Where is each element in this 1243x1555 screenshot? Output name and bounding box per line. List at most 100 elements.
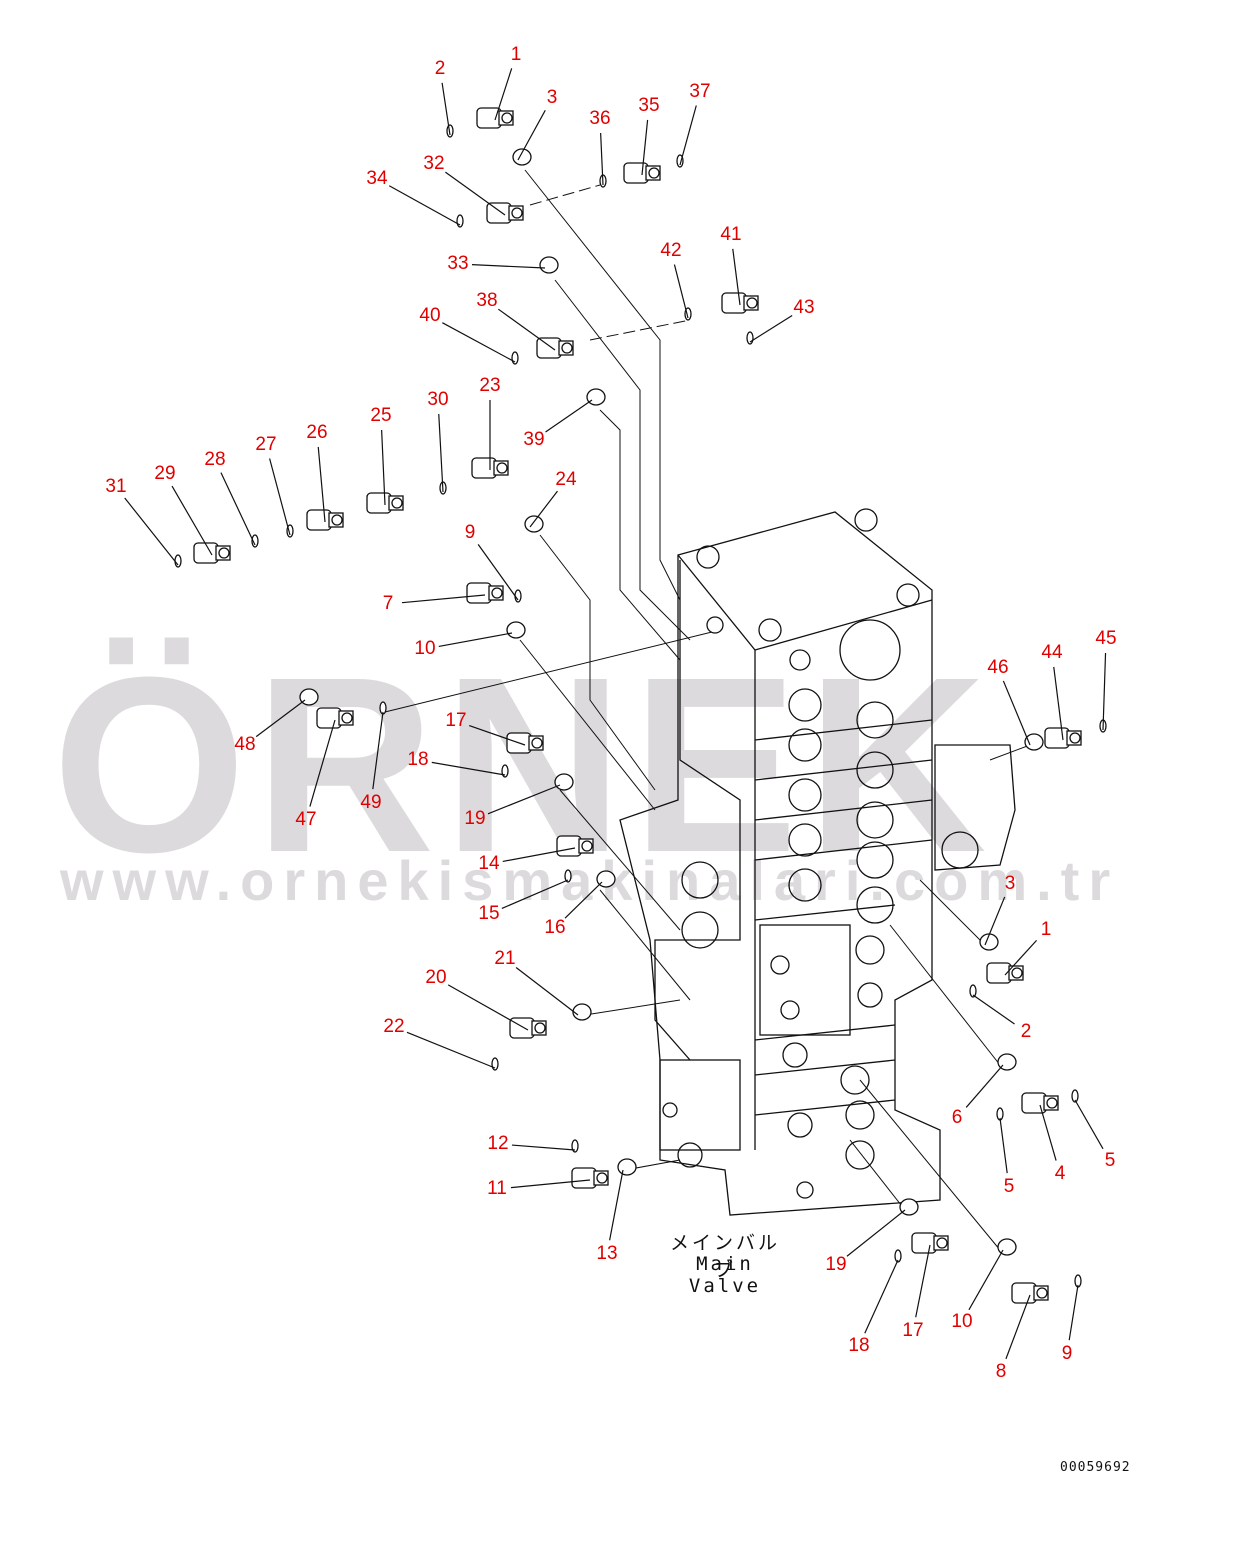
callout-44: 44 — [1041, 642, 1063, 663]
leader-line — [124, 497, 179, 566]
callout-1: 1 — [1040, 919, 1052, 940]
callout-16: 16 — [544, 917, 566, 938]
callout-5: 5 — [1003, 1176, 1015, 1197]
callout-2: 2 — [434, 58, 446, 79]
backup-ring — [456, 214, 464, 228]
fitting — [366, 492, 404, 514]
leader-line — [220, 472, 256, 546]
leader-line — [673, 264, 689, 319]
leader-line — [498, 308, 556, 351]
backup-ring — [501, 764, 509, 778]
leader-line — [441, 82, 451, 136]
leader-line — [545, 399, 593, 433]
callout-11: 11 — [487, 1178, 507, 1199]
leader-line — [846, 1209, 906, 1257]
fitting — [1044, 727, 1082, 749]
leader-line — [510, 1179, 591, 1189]
o-ring — [586, 388, 606, 406]
o-ring — [512, 148, 532, 166]
callout-3: 3 — [1004, 873, 1016, 894]
leader-line — [600, 132, 604, 186]
leader-line — [972, 994, 1015, 1025]
callout-43: 43 — [793, 297, 815, 318]
leader-line — [515, 967, 579, 1016]
callout-5: 5 — [1104, 1150, 1116, 1171]
callout-26: 26 — [306, 422, 328, 443]
fitting — [571, 1167, 609, 1189]
leader-line — [171, 485, 213, 556]
backup-ring — [174, 554, 182, 568]
callout-41: 41 — [720, 224, 742, 245]
callout-23: 23 — [479, 375, 501, 396]
fitting — [556, 835, 594, 857]
callout-36: 36 — [589, 108, 611, 129]
callout-17: 17 — [902, 1320, 924, 1341]
valve-body — [619, 508, 1016, 1216]
leader-line — [381, 429, 386, 506]
leader-line — [915, 1244, 931, 1318]
backup-ring — [894, 1249, 902, 1263]
leader-line — [1005, 1294, 1031, 1360]
o-ring — [572, 1003, 592, 1021]
watermark-brand: ÖRNEK — [52, 625, 995, 904]
fitting — [1021, 1092, 1059, 1114]
callout-46: 46 — [987, 657, 1009, 678]
callout-39: 39 — [523, 429, 545, 450]
callout-22: 22 — [383, 1016, 405, 1037]
o-ring — [997, 1238, 1017, 1256]
backup-ring — [571, 1139, 579, 1153]
callout-32: 32 — [423, 153, 445, 174]
callout-35: 35 — [638, 95, 660, 116]
callout-3: 3 — [546, 87, 558, 108]
callout-33: 33 — [447, 253, 469, 274]
callout-21: 21 — [494, 948, 516, 969]
callout-7: 7 — [382, 593, 394, 614]
fitting — [509, 1017, 547, 1039]
fitting — [911, 1232, 949, 1254]
leader-line — [1002, 680, 1031, 746]
callout-13: 13 — [596, 1243, 618, 1264]
callout-27: 27 — [255, 434, 277, 455]
leader-line — [968, 1249, 1004, 1311]
caption-japanese: メインバルブ — [669, 1232, 780, 1281]
callout-37: 37 — [689, 81, 711, 102]
leader-line — [447, 984, 529, 1031]
backup-ring — [251, 534, 259, 548]
callout-40: 40 — [419, 305, 441, 326]
callout-19: 19 — [825, 1254, 847, 1275]
callout-18: 18 — [848, 1335, 870, 1356]
caption-english: Main Valve — [688, 1253, 762, 1297]
o-ring — [539, 256, 559, 274]
callout-29: 29 — [154, 463, 176, 484]
fitting — [486, 202, 524, 224]
callout-4: 4 — [1054, 1163, 1066, 1184]
callout-47: 47 — [295, 809, 317, 830]
callout-9: 9 — [1061, 1343, 1073, 1364]
callout-20: 20 — [425, 967, 447, 988]
callout-6: 6 — [951, 1107, 963, 1128]
leader-line — [255, 699, 306, 738]
callout-10: 10 — [414, 638, 436, 659]
leader-line — [511, 1144, 576, 1151]
o-ring — [524, 515, 544, 533]
leader-line — [502, 847, 576, 863]
leader-line — [438, 632, 513, 648]
leader-line — [471, 264, 546, 269]
leader-line — [487, 784, 561, 815]
fitting — [721, 292, 759, 314]
backup-ring — [1071, 1089, 1079, 1103]
callout-34: 34 — [366, 168, 388, 189]
leader-line — [965, 1064, 1004, 1108]
backup-ring — [746, 331, 754, 345]
callout-38: 38 — [476, 290, 498, 311]
backup-ring — [514, 589, 522, 603]
fitting — [306, 509, 344, 531]
callout-18: 18 — [407, 749, 429, 770]
leader-line — [732, 248, 741, 306]
callout-31: 31 — [105, 476, 127, 497]
callout-10: 10 — [951, 1311, 973, 1332]
leader-line — [438, 413, 444, 493]
leader-line — [477, 544, 519, 601]
fitting — [476, 107, 514, 129]
